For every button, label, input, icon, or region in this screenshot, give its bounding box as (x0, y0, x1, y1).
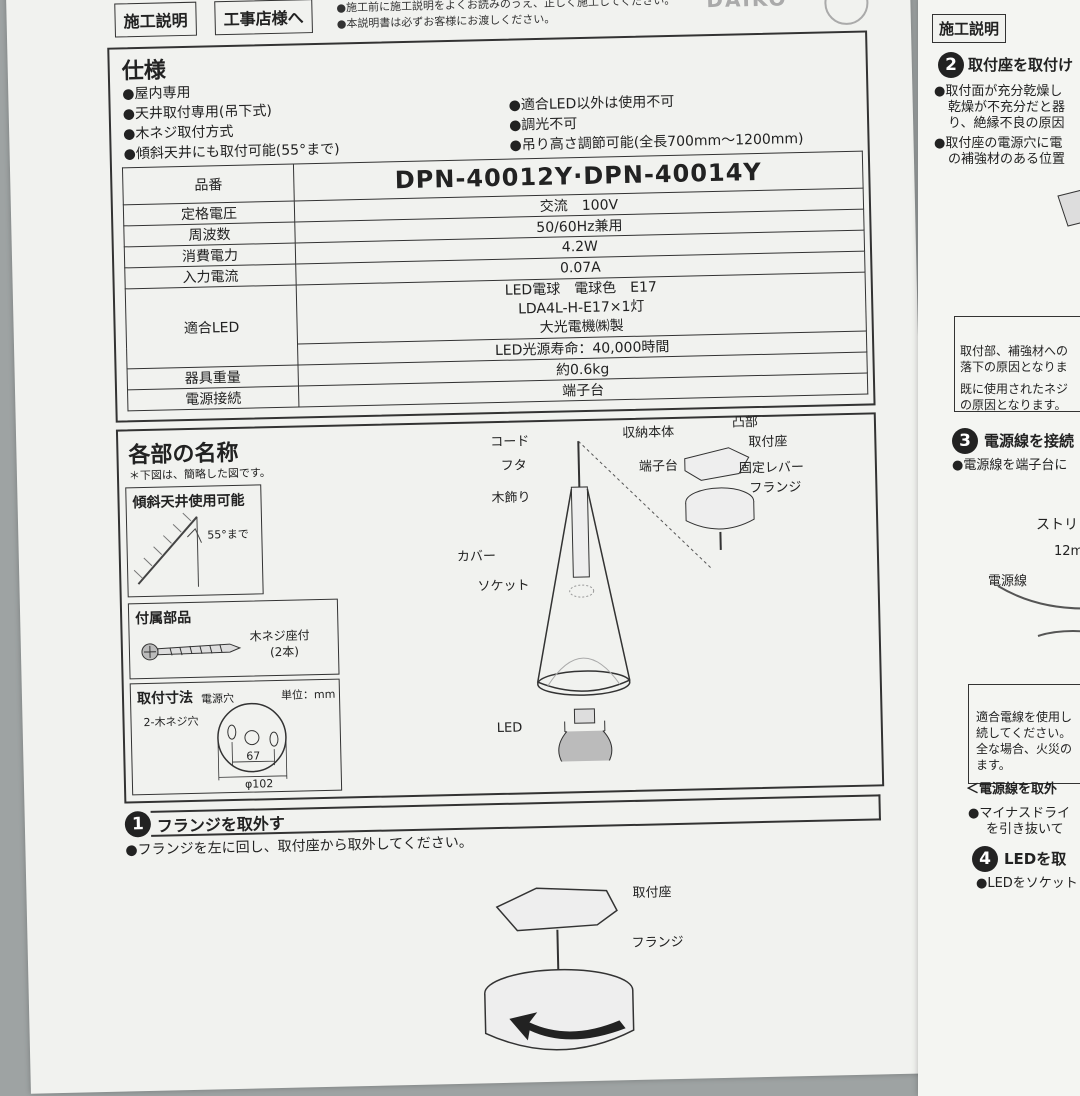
label-led: LED (497, 720, 523, 736)
label-lid: フタ (501, 454, 527, 474)
parts-title: 各部の名称 (128, 435, 239, 469)
dimension-box: 取付寸法 電源穴 単位：mm 2-木ネジ穴 67 φ102 (130, 679, 342, 796)
dimension-67: 67 (246, 749, 260, 762)
instruction-sheet: 施工説明 工事店様へ ●施工前に施工説明をよくお読みのうえ、正しく施工してくださ… (6, 0, 935, 1094)
warn-line-1: 取付部、補強材への (960, 342, 1068, 359)
spec-table: 品番 DPN-40012Y·DPN-40014Y 定格電圧 交流 100V 周波… (122, 151, 868, 412)
label-terminal: 端子台 (639, 455, 678, 475)
strip-label: ストリ (1036, 514, 1078, 534)
step4-line: ●LEDをソケット (976, 872, 1078, 891)
parts-note: ＊下図は、簡略した図です。 (129, 464, 271, 483)
label-flange: フランジ (749, 476, 801, 496)
accessory-box: 付属部品 木ネジ座付 (2本) (128, 599, 340, 680)
label-mount: 取付座 (748, 430, 787, 450)
spec-bullet-6: ●調光不可 (509, 113, 578, 135)
led-label: 適合LED (125, 285, 298, 369)
spec-bullet-1: ●屋内専用 (122, 82, 191, 104)
model-label: 品番 (122, 164, 294, 205)
step2-number: 2 (938, 52, 964, 78)
mount-dimension-diagram (131, 680, 343, 797)
slope-ceiling-icon (126, 485, 264, 598)
caution-line-1: 適合電線を使用し (976, 708, 1072, 725)
remove-title: ＜電源線を取外 (966, 778, 1057, 797)
step2-line-3: り、絶縁不良の原因 (948, 112, 1064, 131)
step1-number: 1 (125, 811, 152, 838)
accessory-title: 付属部品 (135, 607, 191, 628)
instruction-sheet-right: 施工説明 2 取付座を取付け ●取付面が充分乾燥し 乾燥が不充分だと器 り、絶縁… (918, 0, 1080, 1096)
step2-line-5: の補強材のある位置 (948, 148, 1065, 167)
pendant-lamp-diagram (438, 425, 865, 764)
tab-construction-guide: 施工説明 (114, 2, 197, 38)
remove-line-2: を引き抜いて (986, 818, 1064, 837)
dimension-102: φ102 (245, 777, 274, 791)
accessory-qty: (2本) (270, 643, 299, 661)
mounting-icon (1038, 176, 1080, 256)
step1-label-flange: フランジ (631, 931, 683, 951)
spec-bullet-5: ●適合LED以外は使用不可 (508, 91, 674, 115)
step2-title: 取付座を取付け (968, 54, 1073, 75)
warn-line-4: の原因となります。 (960, 396, 1066, 413)
right-tab: 施工説明 (932, 14, 1006, 43)
label-cover: カバー (457, 545, 496, 565)
step1-label-mount: 取付座 (632, 881, 671, 901)
step1-title: フランジを取外す (157, 810, 286, 837)
caution-line-3: 全な場合、火災の (976, 740, 1072, 757)
step3-title: 電源線を接続 (984, 430, 1074, 451)
flange-removal-diagram (476, 879, 680, 1083)
step4-number: 4 (972, 846, 998, 872)
wood-screw-icon (140, 630, 251, 672)
warn-line-2: 落下の原因となりま (960, 358, 1068, 375)
step3-line: ●電源線を端子台に (952, 454, 1067, 473)
caution-line-4: ます。 (976, 756, 1011, 773)
tab-for-contractor: 工事店様へ (214, 0, 313, 35)
warn-line-3: 既に使用されたネジ (960, 380, 1068, 397)
brand-mark-icon (824, 0, 869, 25)
spec-title: 仕様 (121, 52, 166, 85)
brand-logo: DAIKO (706, 0, 788, 12)
label-socket: ソケット (477, 574, 529, 594)
slope-box: 傾斜天井使用可能 55°まで (125, 484, 263, 597)
wire-diagram (988, 576, 1080, 666)
parts-section: 各部の名称 ＊下図は、簡略した図です。 傾斜天井使用可能 55°まで 付属部品 … (116, 412, 884, 803)
step4-title: LEDを取 (1004, 848, 1066, 869)
spec-section: 仕様 ●屋内専用 ●天井取付専用(吊下式) ●木ネジ取付方式 ●傾斜天井にも取付… (107, 30, 875, 422)
connection-label: 電源接続 (128, 386, 299, 411)
caution-line-2: 続してください。 (976, 724, 1071, 741)
label-storage: 収納本体 (622, 421, 674, 441)
slope-angle: 55°まで (207, 526, 249, 543)
spec-bullet-3: ●木ネジ取付方式 (123, 121, 234, 143)
label-cord: コード (490, 430, 529, 450)
length-label: 12m (1054, 544, 1080, 559)
label-wood: 木飾り (491, 486, 530, 506)
label-lever: 固定レバー (739, 456, 804, 476)
label-convex: 凸部 (732, 411, 758, 431)
step3-number: 3 (952, 428, 978, 454)
spec-bullet-2: ●天井取付専用(吊下式) (123, 100, 273, 123)
accessory-item: 木ネジ座付 (249, 626, 309, 644)
spec-bullet-4: ●傾斜天井にも取付可能(55°まで) (123, 138, 339, 163)
